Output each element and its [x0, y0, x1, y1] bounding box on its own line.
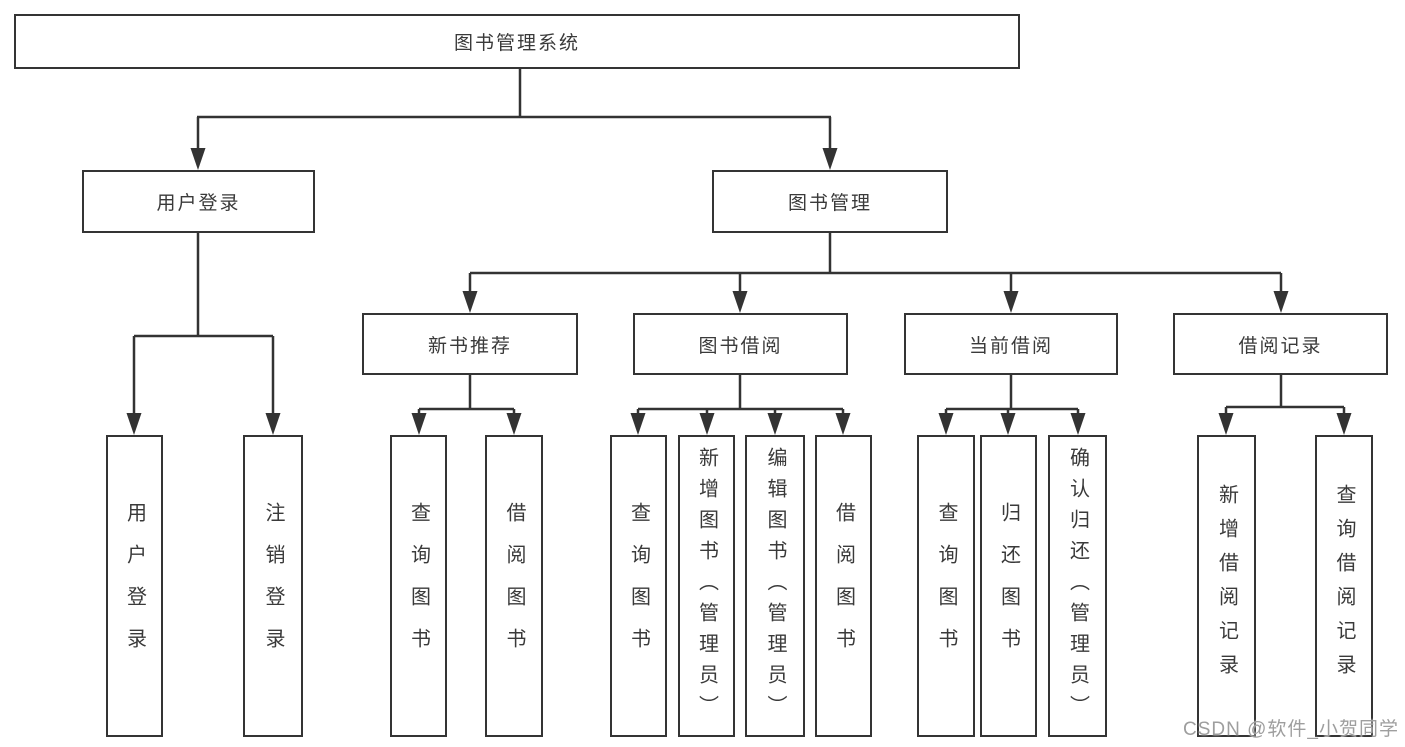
node-label: 注销登录 [262, 502, 284, 670]
node-label: 图书借阅 [698, 335, 783, 357]
node-leaf-logout: 注销登录 [243, 435, 303, 737]
node-label: 新增图书（管理员） [695, 446, 718, 726]
node-book-management: 图书管理 [712, 170, 948, 233]
node-label: 编辑图书（管理员） [764, 446, 786, 726]
node-label: 借阅记录 [1238, 335, 1323, 357]
node-leaf-query-book: 查询图书 [917, 435, 975, 737]
node-leaf-user-login: 用户登录 [106, 435, 163, 737]
node-book-borrow: 图书借阅 [633, 313, 848, 375]
node-label: 查询图书 [935, 502, 957, 670]
node-label: 新书推荐 [427, 335, 512, 357]
node-label: 查询图书 [407, 502, 430, 670]
node-label: 借阅图书 [503, 502, 525, 670]
node-label: 查询图书 [627, 502, 650, 670]
node-label: 用户登录 [123, 502, 146, 670]
node-leaf-add-borrow-record: 新增借阅记录 [1197, 435, 1256, 737]
node-leaf-return-book: 归还图书 [980, 435, 1037, 737]
node-leaf-edit-book-admin: 编辑图书（管理员） [745, 435, 805, 737]
node-leaf-confirm-return-admin: 确认归还（管理员） [1048, 435, 1107, 737]
node-user-login: 用户登录 [82, 170, 315, 233]
node-leaf-query-book: 查询图书 [610, 435, 667, 737]
node-label: 用户登录 [156, 193, 241, 214]
node-new-book-recommend: 新书推荐 [362, 313, 578, 375]
node-leaf-borrow-book: 借阅图书 [815, 435, 872, 737]
node-leaf-add-book-admin: 新增图书（管理员） [678, 435, 735, 737]
node-label: 查询借阅记录 [1333, 484, 1355, 688]
node-label: 新增借阅记录 [1215, 484, 1238, 688]
node-leaf-borrow-book: 借阅图书 [485, 435, 543, 737]
node-borrow-record: 借阅记录 [1173, 313, 1388, 375]
node-current-borrow: 当前借阅 [904, 313, 1118, 375]
node-label: 确认归还（管理员） [1066, 446, 1089, 726]
node-leaf-query-book: 查询图书 [390, 435, 447, 737]
node-label: 图书管理 [787, 193, 872, 214]
node-root: 图书管理系统 [14, 14, 1020, 69]
node-label: 借阅图书 [832, 502, 855, 670]
node-label: 当前借阅 [968, 335, 1053, 357]
node-label: 归还图书 [997, 502, 1020, 670]
watermark: CSDN @软件_小贺同学 [1183, 719, 1399, 740]
node-label: 图书管理系统 [453, 33, 580, 54]
node-leaf-query-borrow-record: 查询借阅记录 [1315, 435, 1373, 737]
